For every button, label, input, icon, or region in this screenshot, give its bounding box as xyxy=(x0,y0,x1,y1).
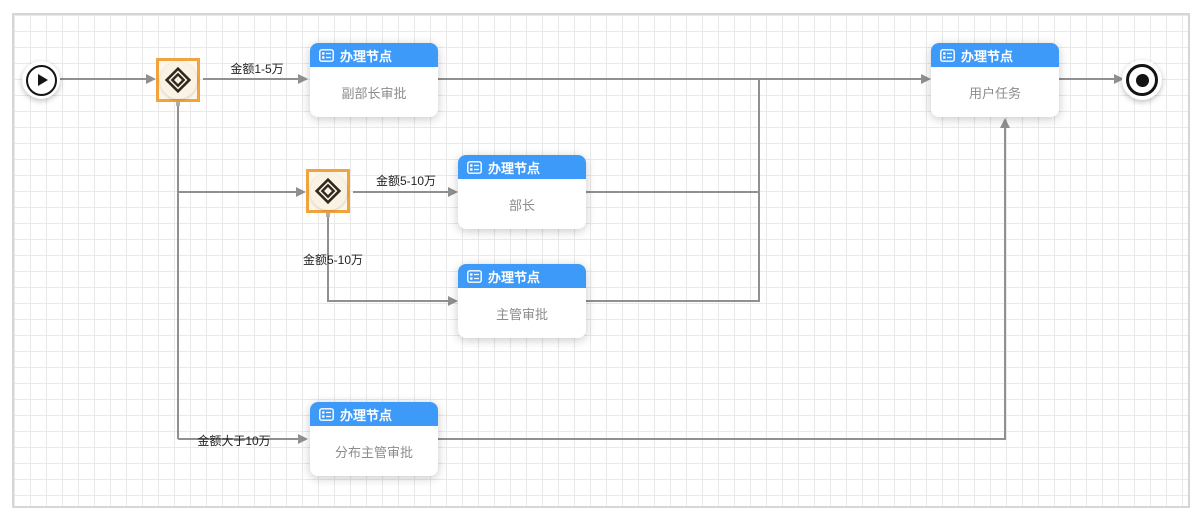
arrowhead-icon xyxy=(296,187,306,197)
task-header-label: 办理节点 xyxy=(488,269,541,285)
end-event-ring xyxy=(1126,64,1158,96)
edge-merge-vertical[interactable] xyxy=(758,79,760,302)
task-header: 办理节点 xyxy=(310,402,438,426)
task-header-label: 办理节点 xyxy=(340,48,393,64)
edge-label[interactable]: 金额5-10万 xyxy=(302,253,364,267)
exclusive-gateway-diamond-icon xyxy=(164,66,192,94)
gateway-port-dot xyxy=(176,102,180,106)
task-name: 部长 xyxy=(508,197,535,213)
edge-task4-up[interactable] xyxy=(1004,127,1006,440)
edge-start-gateway1[interactable] xyxy=(60,78,147,80)
form-card-icon xyxy=(319,407,334,421)
edge-gateway1-task4[interactable] xyxy=(178,438,298,440)
edge-task1-task5[interactable] xyxy=(438,78,921,80)
edge-gateway1-trunk[interactable] xyxy=(177,100,179,439)
exclusive-gateway-diamond-icon xyxy=(314,177,342,205)
task-node-minister[interactable]: 办理节点 部长 xyxy=(458,155,586,229)
task-name: 主管审批 xyxy=(495,306,548,322)
task-header-label: 办理节点 xyxy=(961,48,1014,64)
form-card-icon xyxy=(467,269,482,283)
play-icon xyxy=(37,74,48,86)
task-header: 办理节点 xyxy=(458,155,586,179)
task-node-user-task[interactable]: 办理节点 用户任务 xyxy=(931,43,1059,117)
arrowhead-icon xyxy=(146,74,156,84)
end-event[interactable] xyxy=(1122,60,1162,100)
gateway-port-dot xyxy=(326,213,330,217)
edge-gateway2-down[interactable] xyxy=(327,213,329,302)
task-name: 副部长审批 xyxy=(341,85,407,101)
gateway-circle xyxy=(309,172,347,210)
edge-label[interactable]: 金额5-10万 xyxy=(375,174,437,188)
edge-gateway1-gateway2[interactable] xyxy=(178,191,296,193)
edge-label[interactable]: 金额大于10万 xyxy=(197,434,271,448)
edge-gateway2-task3[interactable] xyxy=(328,300,448,302)
task-name: 分布主管审批 xyxy=(334,444,413,460)
edge-gateway2-task2[interactable] xyxy=(353,191,448,193)
arrowhead-icon xyxy=(921,74,931,84)
arrowhead-icon xyxy=(1114,74,1124,84)
edge-task2-merge[interactable] xyxy=(586,191,760,193)
start-event[interactable] xyxy=(22,61,60,99)
edge-label[interactable]: 金额1-5万 xyxy=(230,62,284,76)
edge-task5-end[interactable] xyxy=(1059,78,1116,80)
task-header: 办理节点 xyxy=(458,264,586,288)
exclusive-gateway-1[interactable] xyxy=(156,58,200,102)
form-card-icon xyxy=(940,48,955,62)
edge-task3-merge[interactable] xyxy=(586,300,760,302)
arrowhead-icon xyxy=(448,296,458,306)
terminate-dot-icon xyxy=(1135,73,1149,87)
task-header-label: 办理节点 xyxy=(488,160,541,176)
edge-task4-right[interactable] xyxy=(438,438,1006,440)
gateway-circle xyxy=(159,61,197,99)
task-header: 办理节点 xyxy=(931,43,1059,67)
task-node-branch-supervisor-approval[interactable]: 办理节点 分布主管审批 xyxy=(310,402,438,476)
form-card-icon xyxy=(467,160,482,174)
edge-gateway1-task1[interactable] xyxy=(203,78,298,80)
arrowhead-icon xyxy=(448,187,458,197)
task-header: 办理节点 xyxy=(310,43,438,67)
exclusive-gateway-2[interactable] xyxy=(306,169,350,213)
task-node-supervisor-approval[interactable]: 办理节点 主管审批 xyxy=(458,264,586,338)
task-header-label: 办理节点 xyxy=(340,407,393,423)
arrowhead-icon xyxy=(298,74,308,84)
start-event-ring xyxy=(25,64,57,96)
form-card-icon xyxy=(319,48,334,62)
task-name: 用户任务 xyxy=(968,85,1021,101)
arrowhead-icon xyxy=(298,434,308,444)
arrowhead-icon xyxy=(1000,118,1010,128)
task-node-vice-minister-approval[interactable]: 办理节点 副部长审批 xyxy=(310,43,438,117)
